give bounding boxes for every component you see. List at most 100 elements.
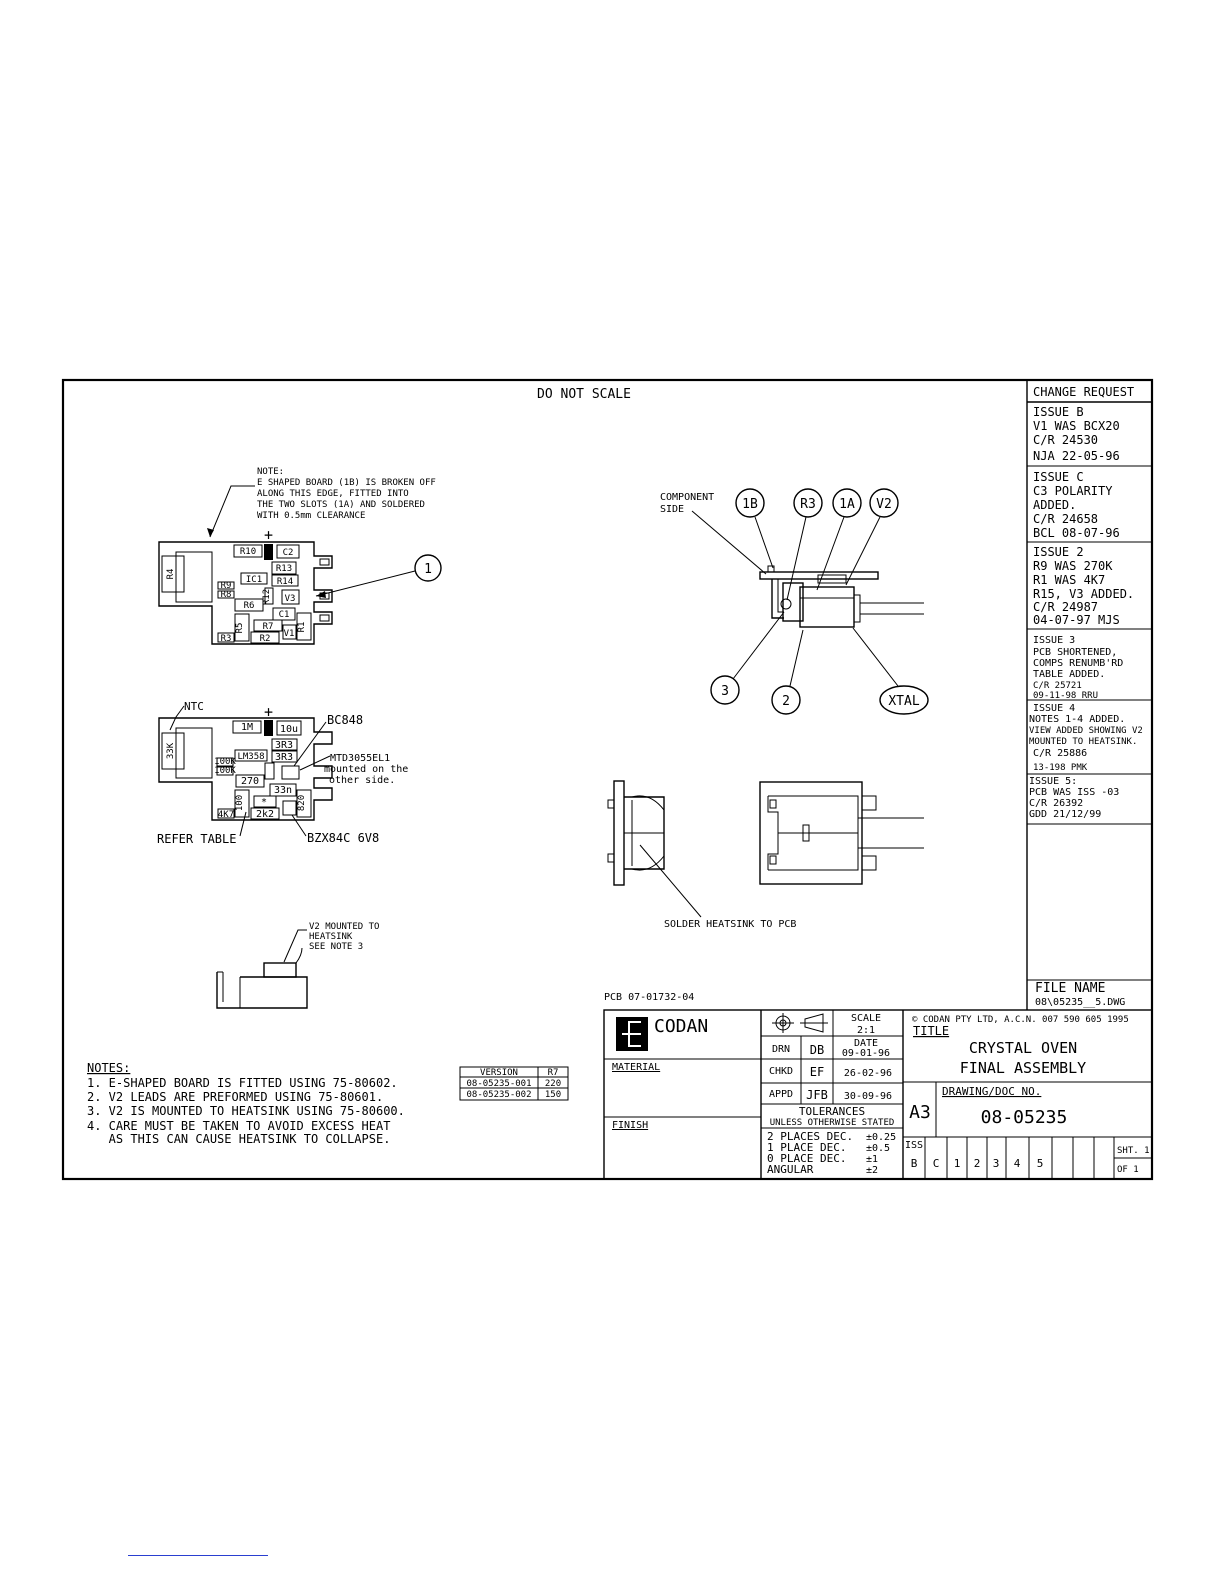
svg-text:±0.5: ±0.5 [866,1143,890,1154]
svg-text:04-07-97 MJS: 04-07-97 MJS [1033,613,1120,627]
svg-text:ISSUE 4: ISSUE 4 [1033,703,1075,714]
svg-text:5: 5 [1037,1157,1044,1170]
svg-text:R7: R7 [548,1068,559,1078]
svg-text:R7: R7 [263,622,274,632]
issue-2: ISSUE 2 R9 WAS 270K R1 WAS 4K7 R15, V3 A… [1033,545,1134,627]
svg-text:C/R 24530: C/R 24530 [1033,433,1098,447]
issue-3: ISSUE 3 PCB SHORTENED, COMPS RENUMB'RD T… [1033,635,1123,701]
pcb-number: PCB 07-01732-04 [604,992,694,1003]
svg-text:NOTES 1-4 ADDED.: NOTES 1-4 ADDED. [1029,714,1125,725]
company-name: CODAN [654,1016,708,1037]
codan-logo: CODAN [616,1016,708,1051]
svg-text:ALONG THIS EDGE, FITTED INTO: ALONG THIS EDGE, FITTED INTO [257,489,409,499]
drawing-no-label: DRAWING/DOC NO. [942,1085,1041,1098]
svg-text:GDD 21/12/99: GDD 21/12/99 [1029,809,1101,820]
svg-text:UNLESS OTHERWISE STATED: UNLESS OTHERWISE STATED [770,1118,895,1128]
pcb-view-1: NOTE: E SHAPED BOARD (1B) IS BROKEN OFF … [158,467,442,645]
do-not-scale-label: DO NOT SCALE [537,387,631,402]
svg-text:EF: EF [810,1065,824,1079]
svg-text:REFER TABLE: REFER TABLE [157,832,236,846]
svg-text:0 PLACE DEC.: 0 PLACE DEC. [767,1152,846,1165]
svg-text:C3 POLARITY: C3 POLARITY [1033,484,1113,498]
svg-text:C/R 24658: C/R 24658 [1033,512,1098,526]
svg-text:NTC: NTC [184,700,204,713]
svg-text:COMPONENT: COMPONENT [660,492,714,503]
svg-text:NJA 22-05-96: NJA 22-05-96 [1033,449,1120,463]
svg-text:R12: R12 [262,589,272,605]
svg-text:2: 2 [782,694,790,709]
svg-text:1 PLACE DEC.: 1 PLACE DEC. [767,1141,846,1154]
svg-text:820: 820 [297,795,307,811]
svg-text:08-05235-001: 08-05235-001 [466,1079,531,1089]
title-block: CODAN MATERIAL FINISH SCALE 2:1 DATE 09-… [603,1009,1153,1180]
svg-text:ISSUE 5:: ISSUE 5: [1029,776,1077,787]
svg-text:3. V2 IS MOUNTED TO HEATSINK U: 3. V2 IS MOUNTED TO HEATSINK USING 75-80… [87,1104,405,1118]
svg-text:33K: 33K [166,742,176,759]
svg-text:270: 270 [241,776,259,787]
svg-text:E SHAPED BOARD (1B) IS BROKEN: E SHAPED BOARD (1B) IS BROKEN OFF [257,478,436,488]
svg-text:SIDE: SIDE [660,504,684,515]
svg-text:CHKD: CHKD [769,1066,793,1077]
svg-text:R14: R14 [277,577,293,587]
svg-text:ISSUE 3: ISSUE 3 [1033,635,1075,646]
svg-text:C/R 25721: C/R 25721 [1033,681,1082,691]
svg-text:±1: ±1 [866,1154,878,1165]
file-name: 08\05235__5.DWG [1035,997,1125,1008]
heatsink-view: V2 MOUNTED TO HEATSINK SEE NOTE 3 [216,922,379,1009]
svg-text:3R3: 3R3 [275,752,293,763]
svg-text:MOUNTED TO HEATSINK.: MOUNTED TO HEATSINK. [1029,737,1137,747]
finish-label: FINISH [612,1120,648,1131]
change-request-title: CHANGE REQUEST [1033,385,1134,399]
svg-text:JFB: JFB [806,1088,828,1102]
footer-rule [128,1555,268,1556]
svg-text:C/R 25886: C/R 25886 [1033,748,1087,759]
notes-block: NOTES: 1. E-SHAPED BOARD IS FITTED USING… [87,1061,405,1146]
svg-text:PCB WAS ISS -03: PCB WAS ISS -03 [1029,787,1119,798]
svg-text:COMPS RENUMB'RD: COMPS RENUMB'RD [1033,658,1123,669]
svg-text:C2: C2 [283,548,294,558]
svg-text:V2: V2 [876,497,892,512]
file-name-label: FILE NAME [1035,981,1105,996]
svg-text:HEATSINK: HEATSINK [309,932,353,942]
material-label: MATERIAL [612,1062,660,1073]
svg-text:100K: 100K [214,766,236,776]
title-line-2: FINAL ASSEMBLY [960,1059,1086,1077]
svg-text:2k2: 2k2 [256,809,274,820]
svg-text:1: 1 [954,1157,961,1170]
svg-text:±0.25: ±0.25 [866,1132,896,1143]
svg-text:R9 WAS 270K: R9 WAS 270K [1033,559,1113,573]
svg-text:V2 MOUNTED TO: V2 MOUNTED TO [309,922,379,932]
svg-text:VIEW ADDED SHOWING V2: VIEW ADDED SHOWING V2 [1029,726,1143,736]
svg-text:AS THIS CAN CAUSE HEATSINK TO: AS THIS CAN CAUSE HEATSINK TO COLLAPSE. [87,1132,390,1146]
svg-text:3R3: 3R3 [275,740,293,751]
svg-text:DATE: DATE [854,1038,878,1049]
solder-heatsink-views: SOLDER HEATSINK TO PCB [607,780,924,930]
svg-text:±2: ±2 [866,1165,878,1176]
svg-text:4K7: 4K7 [218,810,234,820]
svg-text:R5: R5 [235,623,245,634]
svg-text:V3: V3 [285,594,296,604]
svg-text:DRN: DRN [772,1044,790,1055]
svg-text:BCL 08-07-96: BCL 08-07-96 [1033,526,1120,540]
svg-text:R8: R8 [221,590,232,600]
svg-text:100K: 100K [214,757,236,767]
svg-text:R6: R6 [244,601,255,611]
svg-text:R1: R1 [297,622,307,633]
svg-text:V1: V1 [284,629,295,639]
svg-text:26-02-96: 26-02-96 [844,1068,892,1079]
change-request-column: CHANGE REQUEST ISSUE B V1 WAS BCX20 C/R … [1026,380,1152,1010]
svg-text:33n: 33n [274,785,292,796]
svg-text:1A: 1A [839,497,855,512]
svg-text:1: 1 [424,562,432,577]
svg-text:R2: R2 [260,634,271,644]
sheet-number: SHT. 1 [1117,1146,1150,1156]
svg-text:R3: R3 [800,497,816,512]
title-line-1: CRYSTAL OVEN [969,1039,1077,1057]
svg-text:10u: 10u [280,724,298,735]
svg-text:08-05235-002: 08-05235-002 [466,1090,531,1100]
svg-text:VERSION: VERSION [480,1068,518,1078]
svg-text:R9: R9 [221,581,232,591]
svg-text:ISSUE B: ISSUE B [1033,405,1084,419]
svg-text:PCB SHORTENED,: PCB SHORTENED, [1033,647,1117,658]
